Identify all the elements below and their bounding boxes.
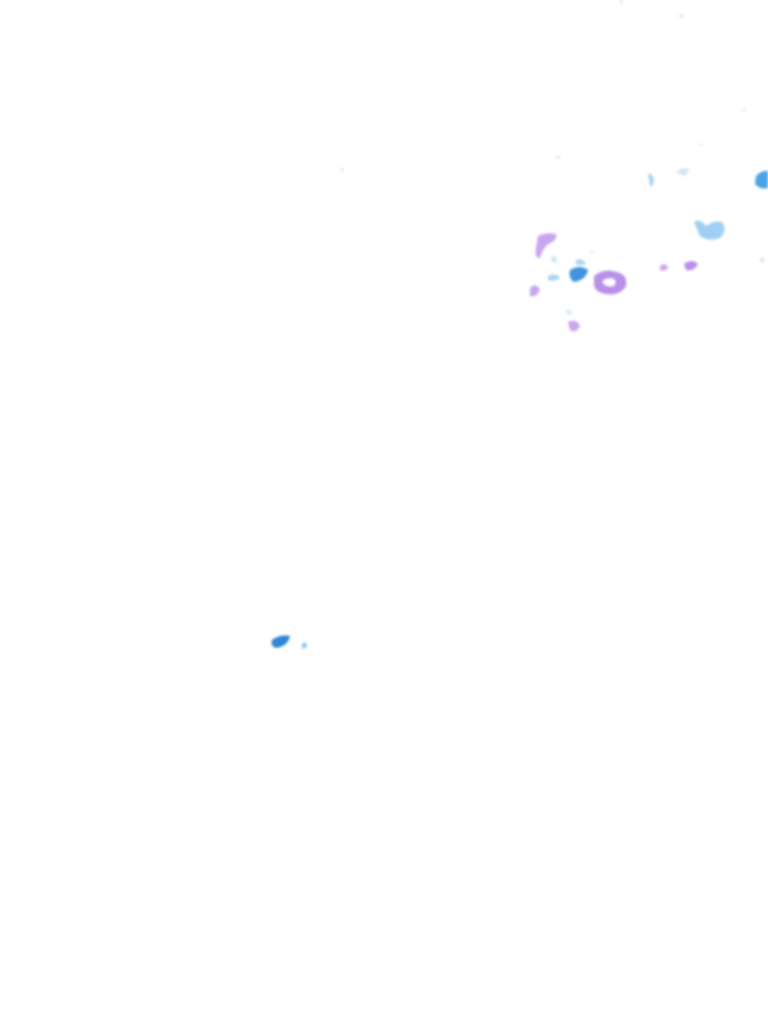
radar-echo-cluster-center (530, 233, 698, 332)
radar-echo (340, 168, 344, 171)
radar-echo (694, 220, 725, 240)
radar-echo (620, 0, 623, 3)
radar-echo (568, 320, 580, 332)
radar-echo-cluster-right (648, 168, 768, 262)
radar-echo (302, 642, 307, 649)
radar-echo (676, 168, 690, 176)
radar-echo (660, 264, 668, 271)
radar-echo (566, 309, 572, 315)
radar-echo (556, 156, 560, 159)
radar-echo (271, 635, 290, 648)
radar-echo-cluster-lower (271, 626, 307, 649)
radar-echo (680, 14, 683, 18)
radar-echo (590, 250, 593, 253)
radar-echo (569, 267, 588, 282)
radar-echo (648, 173, 654, 187)
radar-echo (576, 259, 586, 265)
radar-echo (700, 143, 702, 146)
radar-echo (594, 270, 627, 295)
radar-echo (535, 233, 557, 258)
radar-echo-cluster-top (340, 0, 746, 171)
radar-echo (684, 261, 698, 271)
radar-echo (760, 258, 764, 262)
radar-echo (530, 285, 540, 297)
radar-echo (755, 170, 768, 189)
radar-echo (743, 108, 746, 111)
radar-echo (551, 255, 557, 263)
radar-echo (548, 274, 560, 281)
radar-echo (294, 626, 296, 628)
